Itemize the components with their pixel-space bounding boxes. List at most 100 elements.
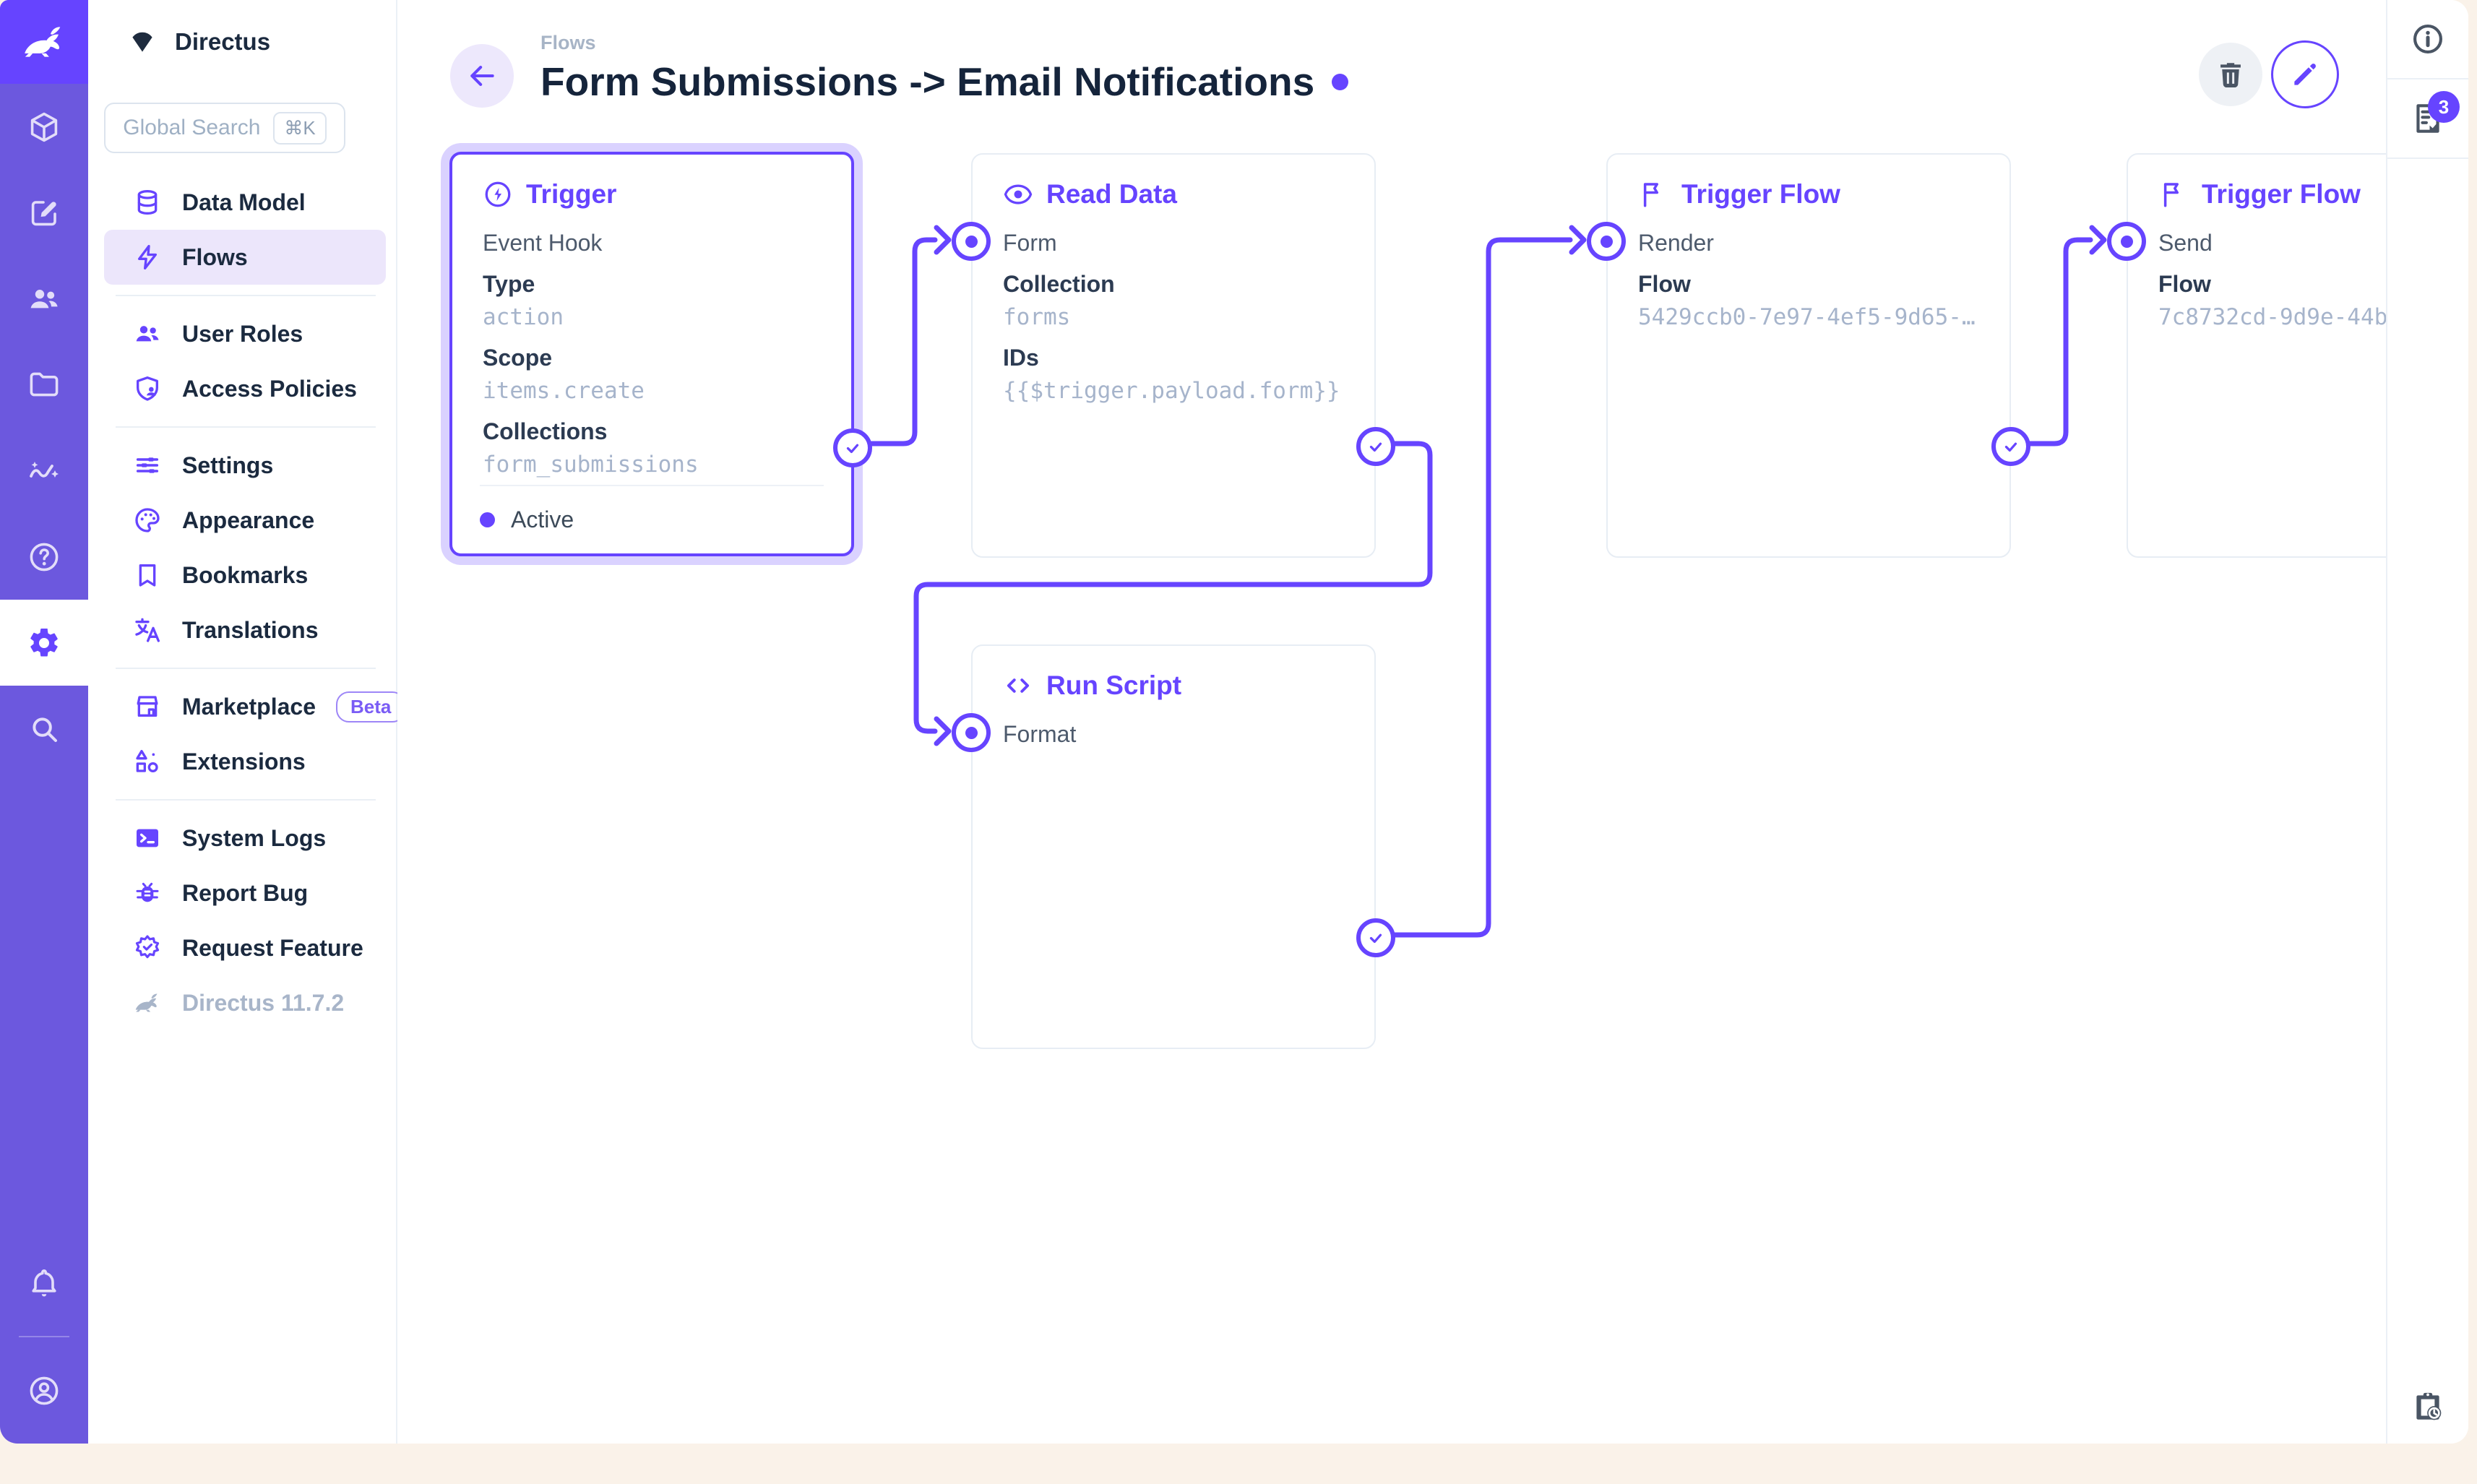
project-header[interactable]: Directus — [88, 0, 396, 84]
beta-badge: Beta — [335, 691, 406, 722]
nav-divider — [116, 668, 376, 669]
field-label: Flow — [2158, 271, 2211, 297]
storefront-icon — [137, 696, 158, 717]
node-header: Read Data — [1003, 179, 1344, 210]
rabbit-version-icon — [135, 993, 158, 1012]
module-content[interactable] — [0, 84, 88, 170]
nav-list: Data Model Flows User Roles Access Polic… — [88, 159, 406, 1030]
page-title: Form Submissions -> Email Notifications — [540, 58, 1349, 105]
sidebar-item-data-model[interactable]: Data Model — [104, 175, 386, 230]
sidebar-item-label: Bookmarks — [182, 561, 309, 588]
port-out-trigger-flow-render[interactable] — [1991, 427, 2030, 466]
account-circle-icon — [30, 1376, 59, 1405]
sidebar-item-label: System Logs — [182, 824, 327, 851]
breadcrumb[interactable]: Flows — [540, 32, 596, 53]
module-insights[interactable] — [0, 428, 88, 514]
bolt-circle-icon — [485, 181, 511, 207]
sidebar-item-label: Access Policies — [182, 375, 357, 402]
back-button[interactable] — [450, 44, 514, 108]
palette-icon — [135, 508, 160, 532]
page-title-text: Form Submissions -> Email Notifications — [540, 59, 1315, 104]
rabbit-icon — [25, 27, 61, 57]
nav-divider — [116, 426, 376, 428]
port-in-run-script[interactable] — [952, 713, 991, 752]
info-sidebar-button[interactable] — [2387, 0, 2468, 79]
module-files[interactable] — [0, 342, 88, 428]
bell-icon — [32, 1269, 56, 1296]
version-label: Directus 11.7.2 — [182, 989, 345, 1016]
node-header: Trigger Flow — [1638, 179, 1979, 210]
port-in-trigger-flow-send[interactable] — [2107, 222, 2146, 261]
port-out-run-script[interactable] — [1356, 918, 1395, 957]
sidebar-item-flows[interactable]: Flows — [104, 230, 386, 285]
flow-node-run-script[interactable]: Run Script Format — [952, 644, 1395, 1049]
flow-canvas-area[interactable]: Flows Form Submissions -> Email Notifica… — [397, 0, 2386, 1444]
sidebar-item-report-bug[interactable]: Report Bug — [104, 866, 386, 920]
sidebar-item-system-logs[interactable]: System Logs — [104, 811, 386, 866]
field-label: Collection — [1003, 271, 1115, 297]
module-settings[interactable] — [0, 600, 88, 686]
port-in-trigger-flow-render[interactable] — [1587, 222, 1626, 261]
sidebar-item-user-roles[interactable]: User Roles — [104, 306, 386, 361]
sidebar-item-label: Translations — [182, 616, 319, 643]
sidebar-item-marketplace[interactable]: Marketplace Beta — [104, 679, 406, 734]
flow-connectors — [851, 225, 2107, 938]
sidebar-item-extensions[interactable]: Extensions — [104, 734, 386, 789]
module-bar — [0, 0, 88, 1444]
bolt-icon — [138, 245, 157, 269]
pending-revisions-button[interactable] — [2387, 1389, 2468, 1425]
module-help[interactable] — [0, 514, 88, 600]
sidebar-item-request-feature[interactable]: Request Feature — [104, 920, 386, 975]
folder-icon — [30, 372, 59, 396]
node-subtitle: Send — [2158, 230, 2213, 256]
insights-icon — [30, 461, 59, 478]
field-label: Scope — [483, 345, 553, 371]
search-icon — [33, 717, 57, 742]
node-title-text: Trigger Flow — [1681, 179, 1840, 209]
node-subtitle: Form — [1003, 230, 1057, 256]
notifications-button[interactable] — [0, 1240, 88, 1326]
port-out-trigger[interactable] — [833, 428, 872, 467]
flow-color-dot — [1332, 73, 1349, 90]
module-bar-spacer — [0, 772, 88, 1240]
sidebar-item-label: Marketplace — [182, 693, 316, 720]
sidebar-item-bookmarks[interactable]: Bookmarks — [104, 548, 386, 603]
module-search[interactable] — [0, 686, 88, 772]
field-value: {{$trigger.payload.form}} — [1003, 378, 1340, 404]
port-in-read-data[interactable] — [952, 222, 991, 261]
check-icon — [1369, 933, 1382, 944]
sidebar-item-settings[interactable]: Settings — [104, 438, 386, 493]
code-icon — [1007, 678, 1030, 693]
edit-flow-button[interactable] — [2271, 40, 2339, 108]
shield-person-icon — [137, 376, 158, 401]
bookmark-icon — [139, 564, 156, 587]
sidebar-item-access-policies[interactable]: Access Policies — [104, 361, 386, 416]
arrow-left-icon — [470, 66, 494, 86]
logs-sidebar-button[interactable]: 3 — [2387, 79, 2468, 159]
gear-icon — [30, 628, 58, 657]
right-rail: 3 — [2386, 0, 2468, 1444]
sidebar-item-appearance[interactable]: Appearance — [104, 493, 386, 548]
nav-sidebar: Directus Global Search ⌘K Data Model Flo… — [88, 0, 406, 1444]
delete-flow-button[interactable] — [2199, 43, 2262, 106]
module-users[interactable] — [0, 256, 88, 342]
tune-icon — [136, 457, 159, 473]
global-search-box[interactable]: Global Search ⌘K — [104, 103, 345, 153]
account-button[interactable] — [0, 1347, 88, 1433]
node-title-text: Trigger Flow — [2202, 179, 2361, 209]
module-visual-editor[interactable] — [0, 170, 88, 256]
project-name: Directus — [175, 28, 271, 55]
translate-icon — [135, 618, 160, 642]
port-out-read-data[interactable] — [1356, 427, 1395, 466]
node-header: Run Script — [1003, 670, 1344, 701]
search-shortcut: ⌘K — [273, 111, 327, 144]
directus-logo[interactable] — [0, 0, 88, 84]
pencil-icon — [2294, 64, 2316, 85]
extensions-icon — [136, 750, 158, 772]
sidebar-item-translations[interactable]: Translations — [104, 603, 386, 657]
nav-divider — [116, 295, 376, 296]
